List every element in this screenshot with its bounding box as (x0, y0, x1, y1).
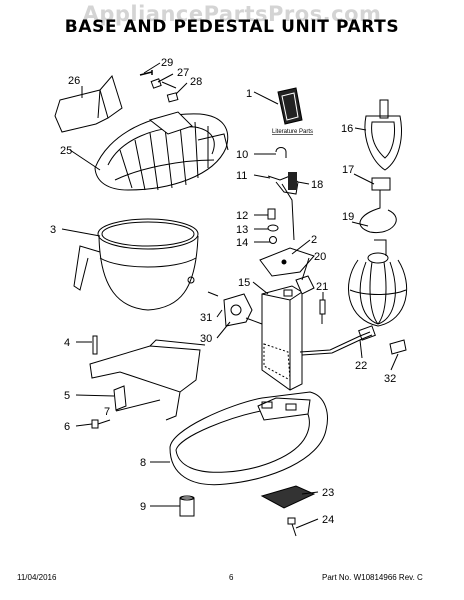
callout-31: 31 (200, 312, 212, 324)
callout-22: 22 (355, 360, 367, 372)
callout-5: 5 (64, 390, 70, 402)
part-flat-beater (364, 99, 402, 171)
literature-label: Literature Parts (272, 129, 313, 135)
part-knob (389, 339, 407, 355)
callout-23: 23 (322, 487, 334, 499)
part-pins-hinge (267, 147, 299, 241)
callout-13: 13 (236, 224, 248, 236)
callout-25: 25 (60, 145, 72, 157)
callout-15: 15 (238, 277, 250, 289)
part-foot (179, 495, 195, 517)
callout-27: 27 (177, 67, 189, 79)
callout-10: 10 (236, 149, 248, 161)
callout-3: 3 (50, 224, 56, 236)
page-title: BASE AND PEDESTAL UNIT PARTS (64, 17, 400, 37)
callout-28: 28 (190, 76, 202, 88)
part-base-plate (260, 485, 316, 509)
part-bracket (295, 275, 315, 295)
callout-21: 21 (316, 281, 328, 293)
callout-19: 19 (342, 211, 354, 223)
callout-18: 18 (311, 179, 323, 191)
callout-8: 8 (140, 457, 146, 469)
callout-11: 11 (236, 170, 247, 182)
callout-2: 2 (311, 234, 317, 246)
part-crank-handle (299, 325, 376, 356)
watermark: AppliancePartsPros.com (82, 2, 382, 26)
leader-lines (61, 62, 399, 529)
callout-32: 32 (384, 373, 396, 385)
callout-14: 14 (236, 237, 248, 249)
callout-24: 24 (322, 514, 334, 526)
part-base (169, 391, 328, 486)
callout-4: 4 (64, 337, 70, 349)
callout-9: 9 (140, 501, 146, 513)
callout-20: 20 (314, 251, 326, 263)
part-fasteners-top (139, 70, 179, 103)
footer-page-number: 6 (229, 573, 234, 582)
part-gasket (259, 247, 315, 277)
callout-16: 16 (341, 123, 353, 135)
footer-part-number: Part No. W10814966 Rev. C (322, 573, 423, 582)
part-bowl-guard (94, 111, 229, 191)
footer-date: 11/04/2016 (17, 573, 57, 582)
part-screw-24 (287, 517, 297, 537)
part-literature (277, 87, 303, 125)
part-small-hardware (267, 208, 279, 244)
part-pedestal-column (261, 285, 303, 391)
part-bowl (73, 218, 199, 311)
callout-30: 30 (200, 333, 212, 345)
callout-7: 7 (104, 406, 110, 418)
callout-1: 1 (246, 88, 252, 100)
part-wire-whip (348, 177, 408, 327)
callout-17: 17 (342, 164, 354, 176)
callout-6: 6 (64, 421, 70, 433)
part-splash-shield (54, 74, 123, 133)
part-lift-mechanism (207, 291, 263, 327)
callout-numbers: 1 2 3 4 5 6 7 8 9 10 11 12 13 14 15 16 1… (50, 57, 396, 526)
callout-26: 26 (68, 75, 80, 87)
callout-12: 12 (236, 210, 248, 222)
part-base-bracket (89, 335, 206, 429)
callout-29: 29 (161, 57, 173, 69)
part-screw-21 (319, 299, 326, 324)
